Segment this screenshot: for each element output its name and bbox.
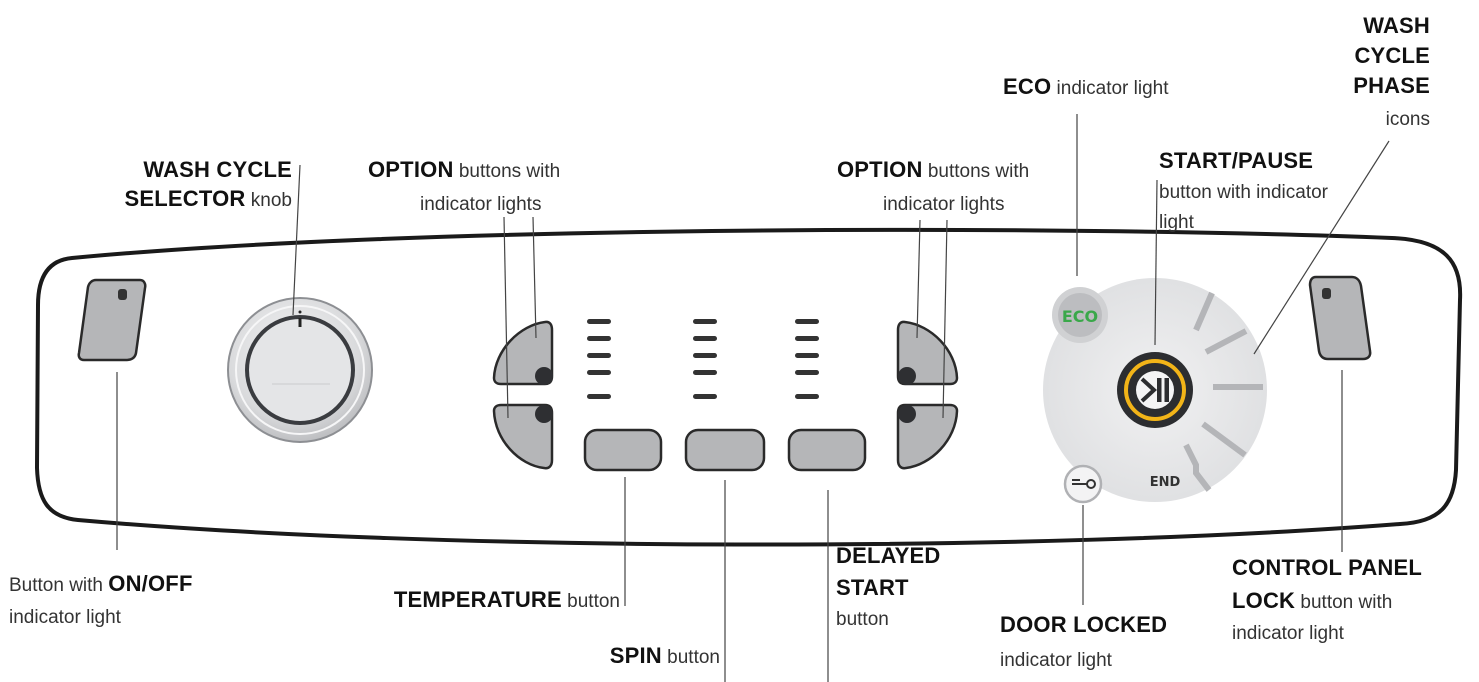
left-option-button-top[interactable]	[492, 320, 554, 386]
on-off-indicator-light	[118, 289, 127, 300]
label-wash-cycle-selector: WASH CYCLE SELECTOR knob	[125, 156, 292, 214]
wash-cycle-selector-knob[interactable]	[227, 297, 373, 443]
label-temperature: TEMPERATURE button	[394, 586, 620, 615]
label-part: icons	[1385, 109, 1430, 130]
spin-button[interactable]	[684, 428, 766, 472]
label-part: button	[836, 609, 889, 630]
label-part: CONTROL PANEL	[1232, 555, 1423, 580]
label-part: light	[1159, 212, 1194, 233]
label-part: DOOR LOCKED	[1000, 612, 1168, 637]
label-part: ECO	[1003, 74, 1052, 99]
eco-badge-text: ECO	[1062, 307, 1098, 326]
label-part: button	[561, 591, 620, 612]
label-option-right: OPTION buttons with indicator lights	[837, 156, 1029, 218]
label-part: ON/OFF	[108, 571, 193, 596]
label-part: indicator light	[1051, 78, 1169, 99]
leader-lines	[116, 114, 1390, 682]
temperature-button[interactable]	[583, 428, 663, 472]
label-part: DELAYED	[836, 543, 941, 568]
label-part: OPTION	[837, 157, 923, 182]
option-indicator-light	[898, 367, 916, 385]
option-indicator-light	[535, 367, 553, 385]
label-part: indicator light	[1232, 623, 1344, 644]
label-part: indicator lights	[883, 194, 1005, 215]
label-part: button with	[1295, 592, 1393, 613]
on-off-button[interactable]	[77, 278, 147, 362]
control-panel-lock-button[interactable]	[1308, 275, 1372, 361]
label-part: TEMPERATURE	[393, 587, 562, 612]
end-label: END	[1150, 475, 1181, 490]
label-part: indicator light	[9, 607, 121, 628]
label-delayed-start: DELAYED START button	[836, 541, 941, 635]
door-locked-indicator-light	[1063, 464, 1103, 504]
label-on-off: Button with ON/OFF indicator light	[9, 568, 193, 634]
label-part: CYCLE	[1354, 43, 1430, 68]
right-option-button-top[interactable]	[896, 320, 959, 386]
label-wash-cycle-phase: WASH CYCLE PHASE icons	[1353, 12, 1430, 134]
label-part: PHASE	[1353, 73, 1430, 98]
label-spin: SPIN button	[610, 642, 720, 671]
start-pause-indicator-ring	[1124, 359, 1186, 421]
label-part: OPTION	[368, 157, 454, 182]
label-part: button	[661, 647, 720, 668]
label-part: START/PAUSE	[1159, 148, 1314, 173]
right-option-button-bottom[interactable]	[896, 403, 959, 470]
label-part: START	[836, 575, 909, 600]
label-part: Button with	[9, 575, 109, 596]
delay-level-lights	[795, 319, 819, 399]
eco-indicator-light: ECO	[1052, 287, 1108, 343]
label-part: indicator lights	[420, 194, 542, 215]
option-indicator-light	[898, 405, 916, 423]
wash-cycle-phase-icons	[1183, 291, 1263, 492]
label-part: indicator light	[1000, 650, 1112, 671]
label-control-panel-lock: CONTROL PANEL LOCK button with indicator…	[1232, 552, 1422, 649]
label-part: LOCK	[1232, 588, 1296, 613]
label-start-pause: START/PAUSE button with indicator light	[1159, 146, 1328, 238]
label-part: button with indicator	[1159, 182, 1328, 203]
key-icon	[1072, 479, 1096, 489]
start-pause-button[interactable]	[1117, 352, 1193, 428]
label-door-locked: DOOR LOCKED indicator light	[1000, 608, 1167, 678]
lock-indicator-light	[1322, 288, 1331, 299]
label-part: WASH	[1363, 13, 1430, 38]
option-indicator-light	[535, 405, 553, 423]
label-part: WASH CYCLE	[143, 157, 292, 182]
label-part: buttons with	[453, 161, 561, 182]
label-option-left: OPTION buttons with indicator lights	[368, 156, 560, 218]
label-eco: ECO indicator light	[1003, 73, 1169, 102]
spin-level-lights	[693, 319, 717, 399]
label-part: knob	[245, 190, 292, 211]
label-part: SELECTOR	[124, 186, 246, 211]
left-option-button-bottom[interactable]	[492, 403, 554, 470]
label-part: SPIN	[609, 643, 662, 668]
start-pause-icon	[1136, 371, 1174, 409]
delayed-start-button[interactable]	[787, 428, 867, 472]
label-part: buttons with	[922, 161, 1030, 182]
temperature-level-lights	[587, 319, 611, 399]
